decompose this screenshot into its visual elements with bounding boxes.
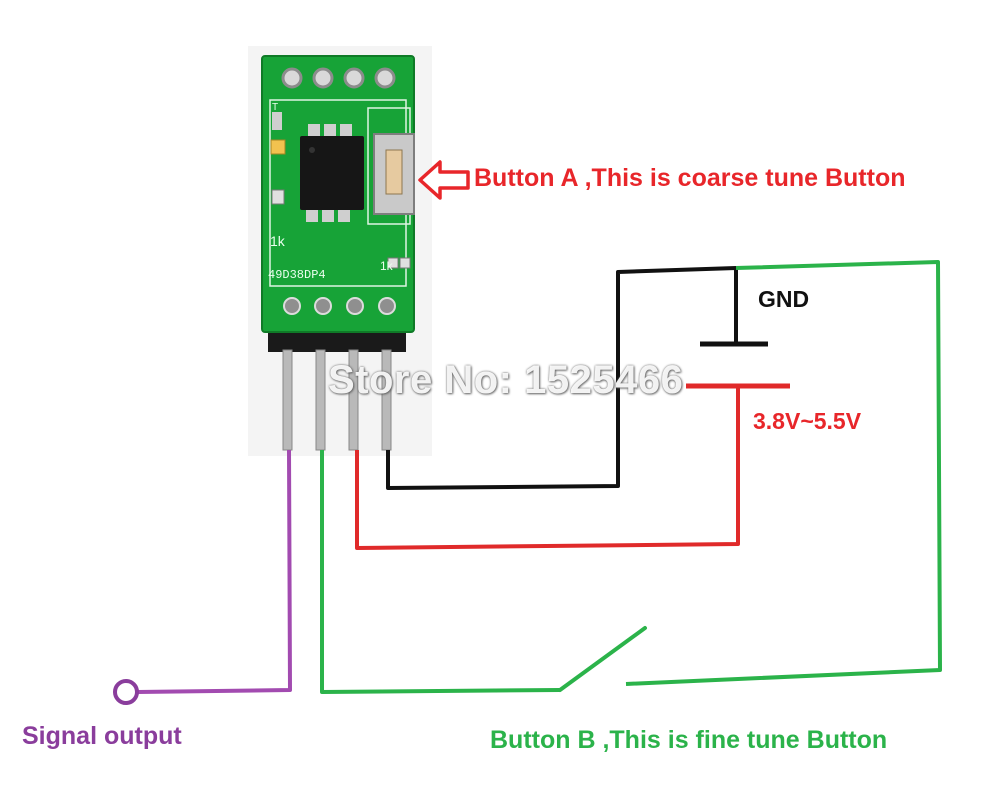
pin-2 xyxy=(315,349,326,451)
smd-resistor-top xyxy=(272,112,282,130)
silk-1k-left: 1k xyxy=(270,233,286,249)
bottom-pad-3 xyxy=(346,297,364,315)
tactile-button-a xyxy=(367,107,415,225)
silk-code: 49D38DP4 xyxy=(268,268,326,282)
voltage-label: 3.8V~5.5V xyxy=(753,408,862,434)
smd-pad-a xyxy=(387,257,399,269)
top-pad-2 xyxy=(312,67,334,89)
switch-wire-left xyxy=(320,450,561,694)
switch-wire-right xyxy=(625,260,942,686)
signal-wire xyxy=(137,449,292,694)
silk-1k-right: 1k xyxy=(380,259,394,273)
gnd-wire xyxy=(386,266,738,490)
pin-1 xyxy=(282,349,293,451)
bottom-pad-4 xyxy=(378,297,396,315)
top-pad-4 xyxy=(374,67,396,89)
signal-output-label: Signal output xyxy=(22,722,182,750)
smd-led xyxy=(270,139,286,155)
smd-pad-b xyxy=(399,257,411,269)
pcb-module: T 1k 1k 49D38DP4 xyxy=(261,55,415,333)
silk-t: T xyxy=(272,102,278,113)
top-pad-3 xyxy=(343,67,365,89)
switch-lever xyxy=(558,626,647,692)
button-b-label: Button B ,This is fine tune Button xyxy=(490,726,888,754)
vcc-wire xyxy=(355,386,740,550)
pin-3 xyxy=(348,349,359,451)
top-pad-1 xyxy=(281,67,303,89)
bottom-pad-1 xyxy=(283,297,301,315)
ic-chip xyxy=(300,124,364,222)
gnd-label: GND xyxy=(758,286,810,312)
button-a-label: Button A ,This is coarse tune Button xyxy=(474,164,906,192)
signal-output-terminal xyxy=(113,679,139,705)
bottom-pad-2 xyxy=(314,297,332,315)
store-watermark: Store No: 1525466 xyxy=(328,358,684,402)
smd-resistor-1k xyxy=(271,189,285,205)
arrow-icon xyxy=(418,160,470,200)
